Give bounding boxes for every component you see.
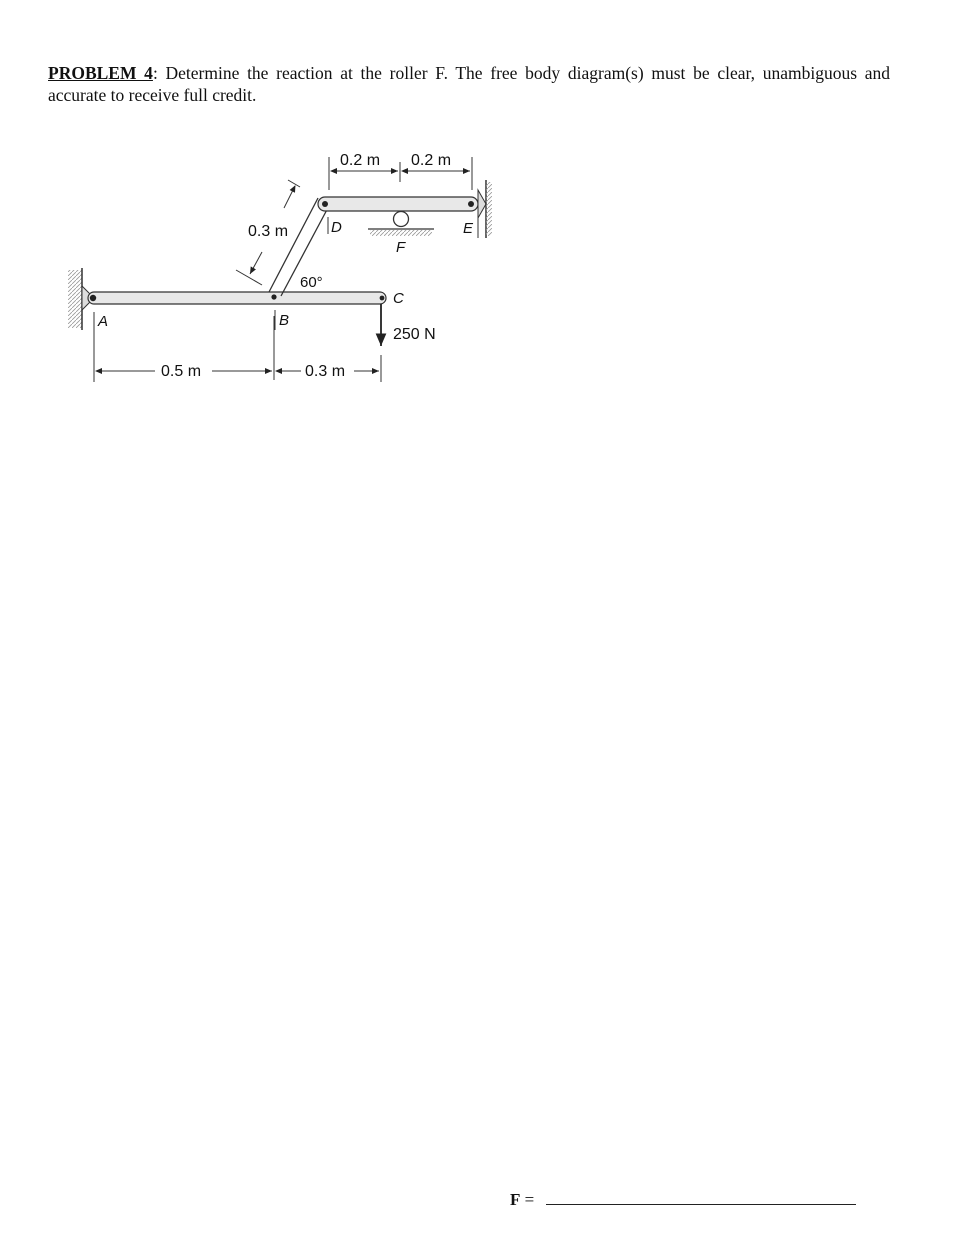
answer-label: F (510, 1190, 521, 1209)
wall-support-e (477, 180, 492, 238)
answer-line: F = (510, 1190, 857, 1210)
label-f: F (396, 239, 406, 256)
label-c: C (393, 290, 404, 307)
dimension-top (328, 157, 473, 190)
dim-top-left: 0.2 m (340, 152, 380, 169)
load-label: 250 N (393, 326, 436, 343)
dim-top-right: 0.2 m (411, 152, 451, 169)
problem-statement: PROBLEM 4: Determine the reaction at the… (48, 62, 890, 106)
dim-bottom-right: 0.3 m (305, 363, 345, 380)
label-d: D (331, 219, 342, 236)
dim-diag: 0.3 m (248, 223, 288, 240)
dim-bottom-left: 0.5 m (161, 363, 201, 380)
dimension-bottom (93, 316, 382, 382)
link-bd (268, 197, 331, 297)
answer-equals: = (524, 1190, 535, 1209)
problem-text: : Determine the reaction at the roller F… (48, 63, 890, 105)
bar-de (317, 196, 479, 212)
label-e: E (463, 220, 474, 237)
dimension-diag (235, 179, 301, 286)
problem-heading: PROBLEM 4 (48, 63, 153, 83)
angle-label: 60° (300, 274, 323, 291)
label-a: A (97, 313, 108, 330)
label-b: B (279, 312, 289, 329)
roller-f (368, 210, 434, 236)
mechanics-diagram: 250 N 0.2 m 0.2 m 0.3 m 60° 0.5 m 0.3 m … (68, 152, 492, 382)
answer-blank[interactable] (546, 1190, 857, 1205)
bar-abc (87, 291, 387, 305)
